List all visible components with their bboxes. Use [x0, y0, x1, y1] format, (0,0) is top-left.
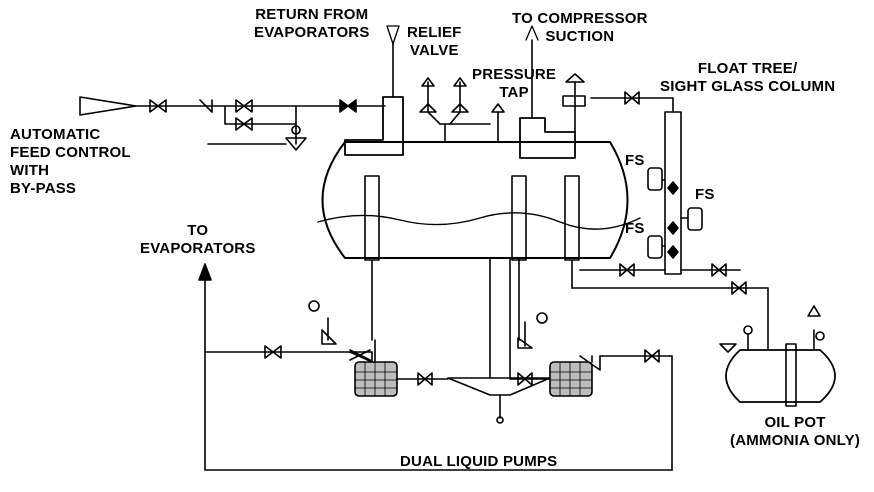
float-switch-right — [687, 207, 703, 231]
suction-arrow — [525, 25, 539, 41]
liquid-level-line — [317, 212, 641, 230]
dual-liquid-pumps-label: DUAL LIQUID PUMPS — [400, 453, 558, 470]
to-evaporators-arrow — [198, 263, 212, 281]
recirculator-vessel — [321, 141, 629, 259]
to-compressor-suction-label: TO COMPRESSOR SUCTION — [512, 10, 648, 45]
to-evaporators-label: TO EVAPORATORS — [140, 222, 256, 257]
automatic-feed-control-label: AUTOMATIC FEED CONTROL WITH BY-PASS — [10, 126, 131, 197]
standpipe-right — [564, 175, 580, 261]
float-switch-upper-left — [647, 167, 663, 191]
oil-pot — [725, 349, 836, 403]
oil-pot-label: OIL POT (AMMONIA ONLY) — [730, 414, 861, 449]
return-arrow — [386, 25, 400, 45]
pump-right-body — [549, 361, 593, 397]
return-inlet-pipe — [344, 96, 404, 156]
fs-label-upper-left: FS — [625, 152, 645, 169]
standpipe-center — [511, 175, 527, 261]
float-switch-lower-left — [647, 235, 663, 259]
relief-valve-label: RELIEF VALVE — [407, 24, 462, 59]
pressure-tap-label: PRESSURE TAP — [472, 66, 557, 101]
relief-valve-assembly — [419, 77, 491, 143]
suction-outlet-pipe — [519, 117, 576, 159]
float-tree-label: FLOAT TREE/ SIGHT GLASS COLUMN — [660, 60, 836, 95]
fs-label-lower-left: FS — [625, 220, 645, 237]
pump-left-body — [354, 361, 398, 397]
fs-label-right: FS — [695, 186, 715, 203]
return-from-evaporators-label: RETURN FROM EVAPORATORS — [254, 6, 370, 41]
standpipe-left — [364, 175, 380, 261]
feed-inlet-arrow — [79, 96, 137, 116]
